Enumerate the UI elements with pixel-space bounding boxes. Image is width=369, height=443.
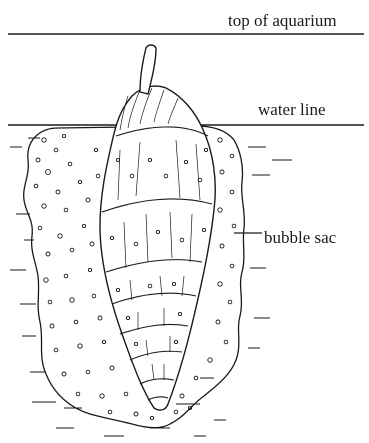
label-water-line: water line (258, 101, 326, 118)
label-bubble-sac: bubble sac (264, 229, 336, 246)
label-top-of-aquarium: top of aquarium (228, 12, 337, 29)
snail-shell (100, 86, 215, 410)
